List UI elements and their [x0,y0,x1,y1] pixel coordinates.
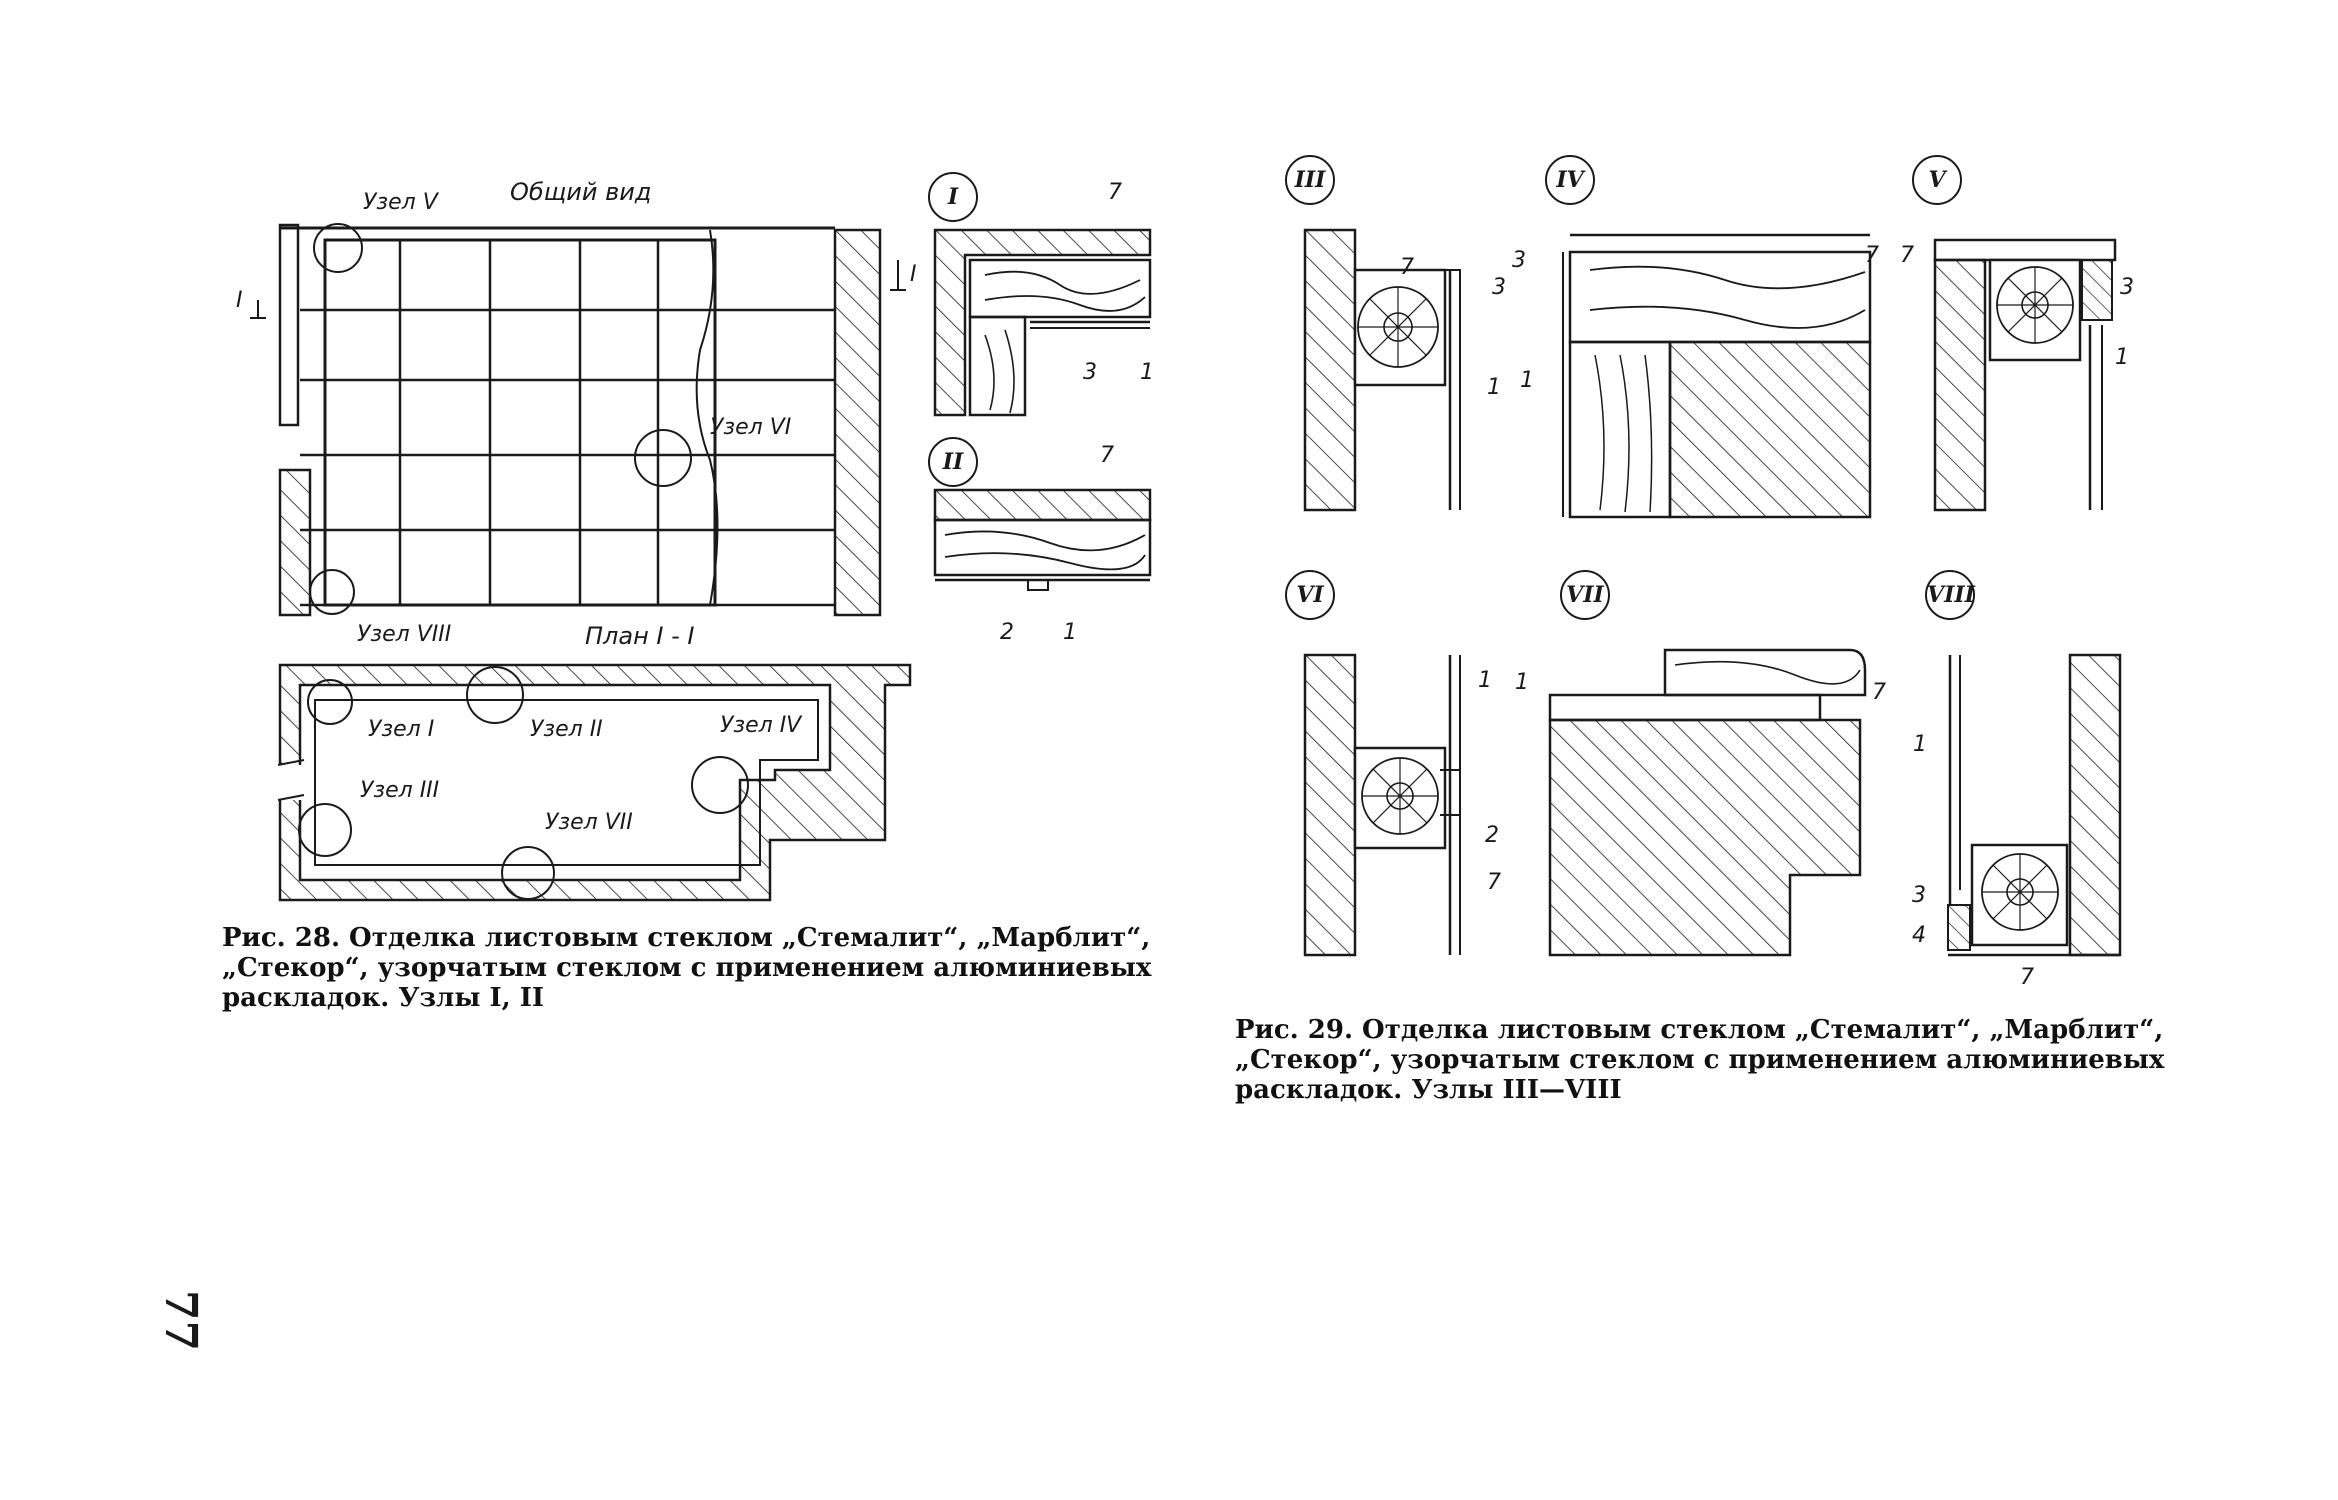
detail-iv-callout-3: 3 [1512,248,1526,273]
detail-v-callout-7: 7 [1900,243,1914,268]
detail-i-callout-1: 1 [1140,360,1154,385]
node-ii-label: Узел II [530,717,603,742]
node-i-label: Узел I [368,717,435,742]
detail-viii-callout-1: 1 [1913,732,1927,757]
detail-iv-callout-7: 7 [1865,243,1879,268]
page-number: 77 [155,1289,207,1352]
detail-i-callout-3: 3 [1083,360,1097,385]
detail-iv-drawing [1555,230,1875,520]
detail-iii-badge: III [1285,155,1335,205]
section-mark-right: I [910,262,917,287]
detail-ii-callout-7: 7 [1100,443,1114,468]
detail-v-callout-3: 3 [2120,275,2134,300]
detail-i-drawing [930,225,1170,425]
detail-viii-drawing [1930,650,2130,960]
figure-28-caption: Рис. 28. Отделка листовым стеклом „Стема… [222,923,1182,1013]
detail-iii-callout-7: 7 [1400,255,1414,280]
detail-vi-drawing [1300,650,1510,960]
section-mark-left: I [236,288,243,313]
detail-vi-callout-2: 2 [1485,823,1499,848]
detail-vii-drawing [1545,645,1885,960]
detail-v-drawing [1930,235,2130,515]
caption-28-line-2: „Стекор“, узорчатым стеклом с применение… [222,953,1152,983]
detail-viii-callout-7: 7 [2020,965,2034,990]
node-v-label: Узел V [363,190,438,215]
node-viii-label: Узел VIII [357,622,452,647]
detail-vii-badge: VII [1560,570,1610,620]
detail-ii-drawing [930,485,1170,605]
detail-viii-callout-4: 4 [1912,923,1926,948]
detail-iii-callout-1: 1 [1487,375,1501,400]
general-view-label: Общий вид [510,178,652,206]
detail-iv-callout-1: 1 [1520,368,1534,393]
detail-iii-drawing [1300,225,1510,515]
detail-vii-callout-7: 7 [1872,680,1886,705]
caption-29-line-1: Рис. 29. Отделка листовым стеклом „Стема… [1235,1015,2164,1045]
node-iii-label: Узел III [360,778,440,803]
detail-ii-callout-2: 2 [1000,620,1014,645]
detail-iv-badge: IV [1545,155,1595,205]
node-iv-label: Узел IV [720,713,802,738]
plan-drawing [270,650,940,915]
detail-i-callout-7: 7 [1108,180,1122,205]
detail-v-callout-1: 1 [2115,345,2129,370]
plan-label: План I - I [585,622,695,650]
detail-i-badge: I [928,172,978,222]
detail-viii-badge: VIII [1925,570,1975,620]
detail-vii-callout-1: 1 [1515,670,1529,695]
detail-vi-badge: VI [1285,570,1335,620]
detail-vi-callout-1: 1 [1478,668,1492,693]
detail-v-badge: V [1912,155,1962,205]
general-view-drawing [270,200,930,620]
caption-29-line-2: „Стекор“, узорчатым стеклом с применение… [1235,1045,2165,1075]
caption-28-line-3: раскладок. Узлы I, II [222,983,545,1013]
figure-29-caption: Рис. 29. Отделка листовым стеклом „Стема… [1235,1015,2195,1105]
caption-28-line-1: Рис. 28. Отделка листовым стеклом „Стема… [222,923,1151,953]
node-vii-label: Узел VII [545,810,633,835]
detail-iii-callout-3: 3 [1492,275,1506,300]
detail-ii-badge: II [928,437,978,487]
detail-vi-callout-7: 7 [1487,870,1501,895]
caption-29-line-3: раскладок. Узлы III—VIII [1235,1075,1622,1105]
node-vi-label: Узел VI [710,415,792,440]
detail-viii-callout-3: 3 [1912,883,1926,908]
detail-ii-callout-1: 1 [1063,620,1077,645]
